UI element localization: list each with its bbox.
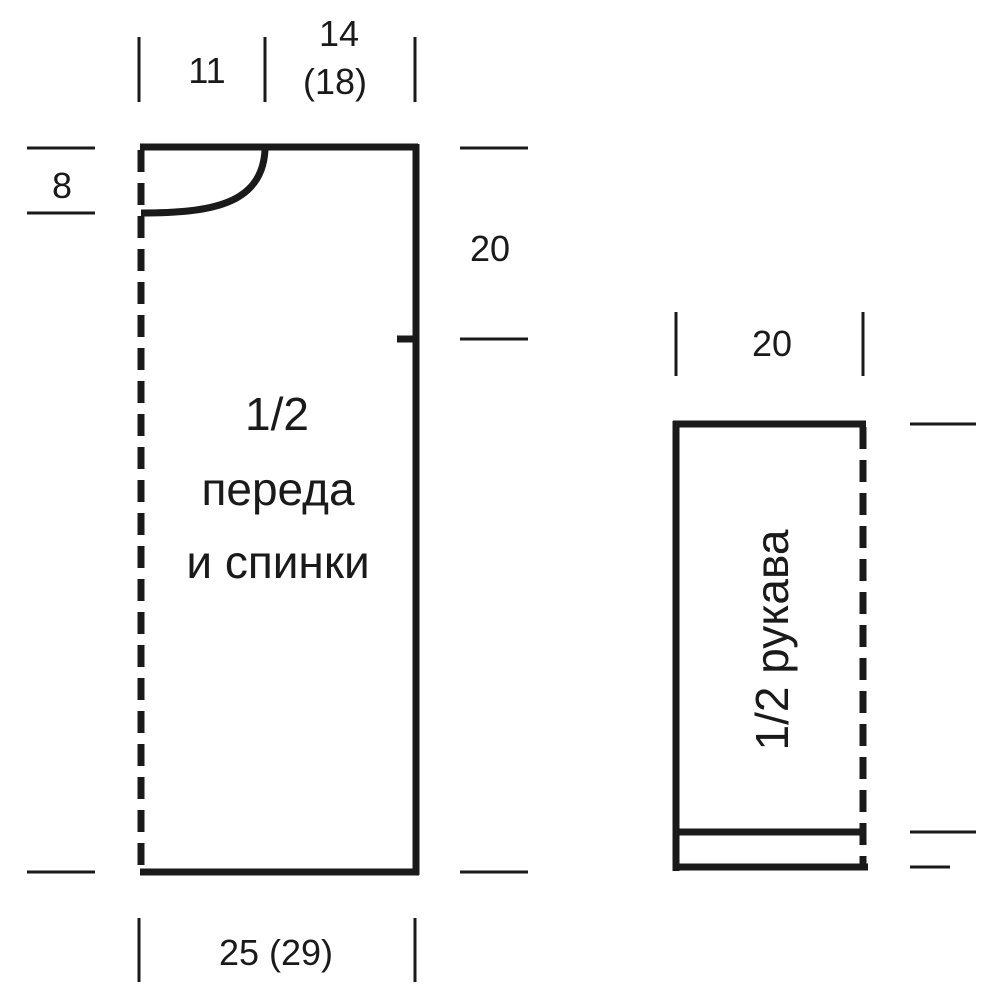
dim-sleeve-width: 20 xyxy=(752,323,792,364)
body-title-fraction: 1/2 xyxy=(245,388,309,440)
dim-neck-depth: 8 xyxy=(52,165,72,206)
sleeve-level-ticks xyxy=(910,422,976,869)
body-bottom-width-ticks xyxy=(137,918,417,982)
dim-armhole-height: 20 xyxy=(470,228,510,269)
body-piece xyxy=(137,143,420,876)
dim-bottom-width: 25 (29) xyxy=(219,932,333,973)
body-top-dimension-ticks xyxy=(137,37,417,102)
armhole-height-ticks xyxy=(460,146,528,341)
neck-depth-ticks xyxy=(27,146,95,215)
dim-top-right-width: 14 xyxy=(319,13,359,54)
sleeve-width-ticks xyxy=(674,312,865,376)
sleeve-title: 1/2 рукава xyxy=(746,529,798,750)
body-title-line-2: и спинки xyxy=(186,536,369,588)
neckline-curve xyxy=(140,149,269,217)
dim-top-left-width: 11 xyxy=(188,50,225,91)
body-title-line-1: переда xyxy=(201,463,354,515)
dim-top-right-width-alt: (18) xyxy=(303,61,367,102)
sleeve-piece xyxy=(672,420,868,871)
